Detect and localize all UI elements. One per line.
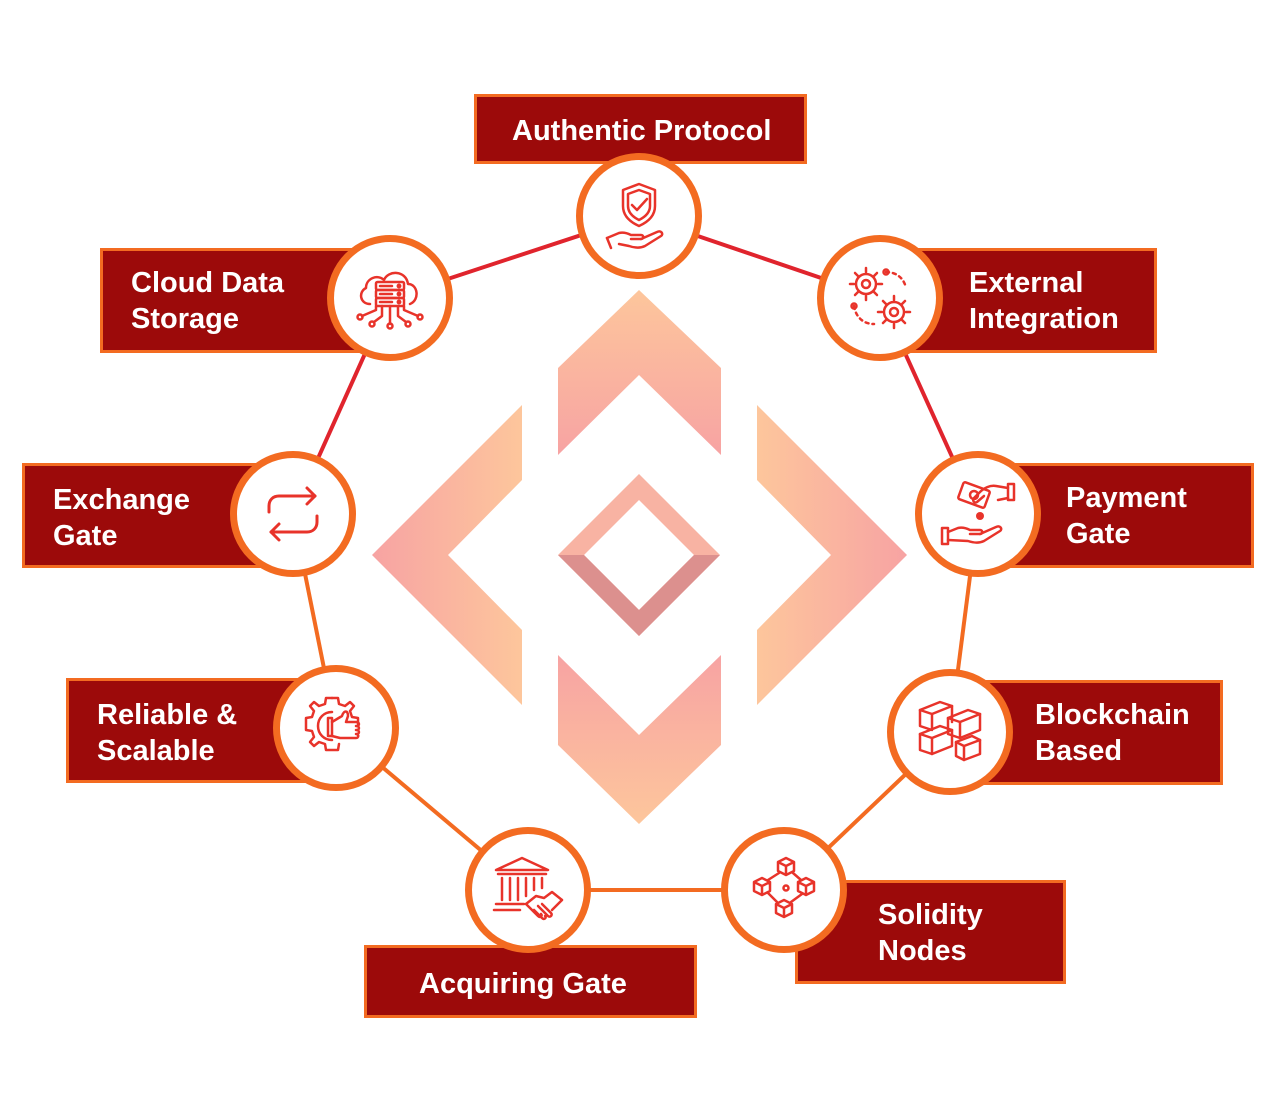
node-external-integration [817,235,943,361]
node-payment-gate [915,451,1041,577]
blocks-icon [918,700,982,762]
shield-hand-icon [605,182,664,250]
label-authentic-protocol: Authentic Protocol [474,94,807,164]
node-cloud-data-storage [327,235,453,361]
node-reliable-scalable [273,665,399,791]
node-exchange-gate [230,451,356,577]
gear-thumb-icon [304,696,361,752]
node-solidity-nodes [721,827,847,953]
label-acquiring-gate: Acquiring Gate [364,945,697,1018]
cloud-server-icon [356,271,424,330]
gears-icon [848,266,912,330]
node-blockchain-based [887,669,1013,795]
exchange-arrows-icon [267,486,319,542]
center-logo [372,290,907,824]
node-acquiring-gate [465,827,591,953]
cubes-network-icon [752,856,816,919]
node-authentic-protocol [576,153,702,279]
money-hands-icon [940,481,1016,546]
bank-handshake-icon [492,856,564,921]
